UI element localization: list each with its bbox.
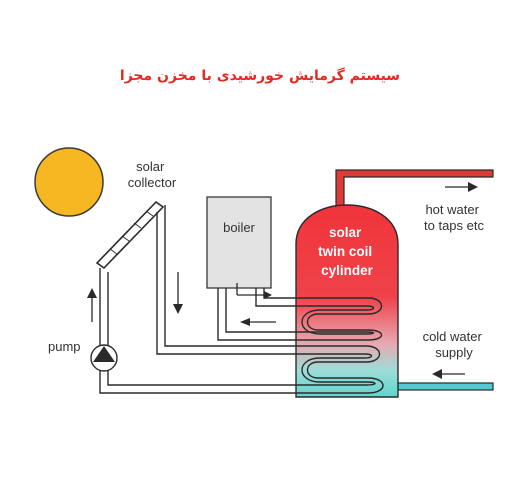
flow-arrow-icon <box>87 182 478 379</box>
tank-label: solar twin coil cylinder <box>318 225 376 278</box>
sun-icon <box>34 147 104 217</box>
pump-label: pump <box>48 339 81 354</box>
boiler <box>206 196 272 289</box>
coil-icon <box>296 297 384 394</box>
cold-water-pipe <box>395 382 494 391</box>
cold-water-label: cold water supply <box>423 329 486 360</box>
page-title: سیستم گرمایش خورشیدی با مخزن مجزا <box>120 67 400 84</box>
boiler-label: boiler <box>223 220 255 235</box>
pump-icon <box>90 344 118 372</box>
hot-water-label: hot water to taps etc <box>424 202 484 233</box>
solar-panel-icon <box>95 200 165 270</box>
solar-collector-label: solar collector <box>128 159 177 190</box>
collector-return-pipe <box>99 205 296 394</box>
solar-twin-coil-cylinder <box>295 204 399 398</box>
boiler-pipe <box>217 288 296 341</box>
